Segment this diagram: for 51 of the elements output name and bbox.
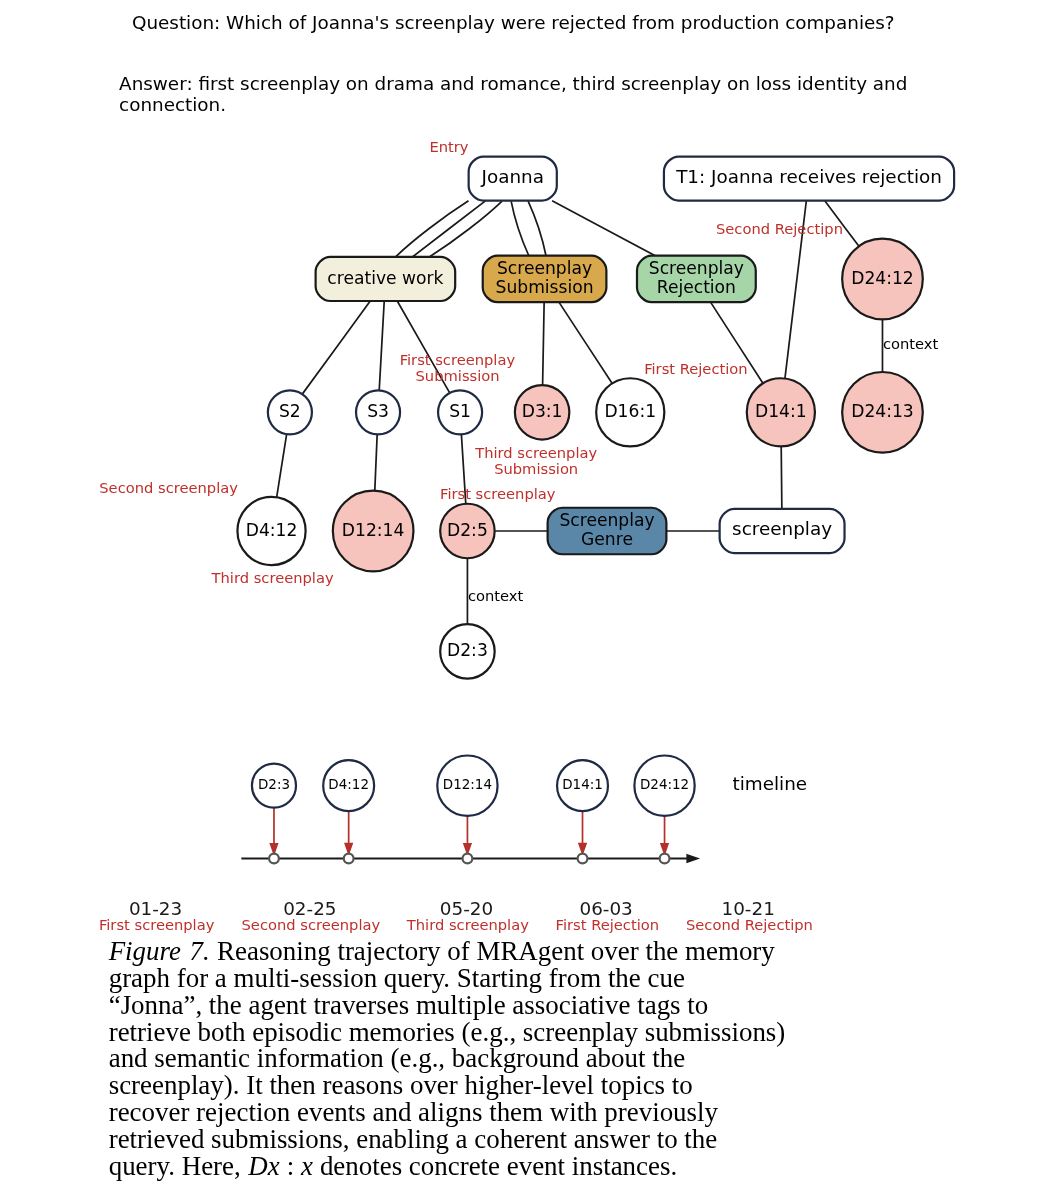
connector <box>824 200 860 247</box>
node-label: 06-03 <box>579 897 633 919</box>
node-circle: D16:1 <box>595 377 666 448</box>
node-box: Screenplay Submission <box>481 254 608 304</box>
node-label: 01-23 <box>128 897 183 919</box>
node-circle <box>658 852 671 865</box>
node-label: 02-25 <box>283 897 337 919</box>
node-circle: S1 <box>436 389 484 436</box>
node-label: Entry <box>429 138 469 156</box>
node-label: Third screenplay <box>211 569 334 587</box>
node-circle: D24:12 <box>633 754 696 817</box>
node-circle <box>576 852 589 865</box>
node-label: First Rejection <box>555 916 660 934</box>
node-label: Second screenplay <box>99 478 238 496</box>
node-circle: D14:1 <box>555 759 610 813</box>
node-box: creative work <box>314 255 457 303</box>
node-circle: D14:1 <box>745 377 817 448</box>
node-label: Second Rejectipn <box>685 916 813 934</box>
node-circle <box>342 852 355 865</box>
label: timeline <box>732 772 808 794</box>
node-circle: D12:14 <box>331 489 415 573</box>
node-box: Screenplay Genre <box>546 506 668 556</box>
node-label: 05-20 <box>439 897 494 919</box>
label: Answer: first screenplay on drama and romance, third screenplay on loss identity and connection. <box>119 73 908 116</box>
node-label: 10-21 <box>721 897 775 919</box>
node-circle <box>267 852 280 865</box>
node-circle: D2:3 <box>439 623 496 680</box>
edge-label: context <box>467 587 524 605</box>
node-box: T1: Joanna receives rejection <box>662 155 956 202</box>
node-circle <box>461 852 474 865</box>
node-box: Screenplay Rejection <box>635 254 757 304</box>
node-circle: D24:13 <box>841 370 924 454</box>
label: Question: Which of Joanna's screenplay were rejected from production companies? <box>131 12 895 34</box>
node-label: First Rejection <box>644 360 748 378</box>
node-circle: D24:12 <box>841 237 924 321</box>
node-circle: D2:3 <box>250 762 298 809</box>
node-box: Joanna <box>467 155 558 202</box>
node-circle: S2 <box>266 389 314 436</box>
node-circle: D2:5 <box>439 502 496 560</box>
node-circle: S3 <box>354 389 402 436</box>
edge-label: context <box>882 335 939 353</box>
node-label: Second screenplay <box>241 916 381 934</box>
node-label: Third screenplay Submission <box>475 443 598 477</box>
node-box: screenplay <box>718 507 846 555</box>
caption: Figure 7. Reasoning trajectory of MRAgent over the memory graph for a multi-session query. Starting from the cue “Jonna”, the agent traverses multiple associative tags to retrieve both episodic memories (e.g., screenplay submissions) and semantic information (e.g., background about the screenplay). It then reasons over higher-level topics to recover rejection events and aligns them with previously retrieved submissions, enabling a coherent answer to the query. Here, Dx : x denotes concrete event instances. <box>108 935 786 1182</box>
node-label: Third screenplay <box>406 916 529 934</box>
node-circle: D3:1 <box>513 384 571 441</box>
node-label: First screenplay <box>98 916 215 934</box>
node-circle: D4:12 <box>236 495 307 567</box>
node-circle: D4:12 <box>322 759 376 813</box>
node-circle: D12:14 <box>436 754 499 817</box>
